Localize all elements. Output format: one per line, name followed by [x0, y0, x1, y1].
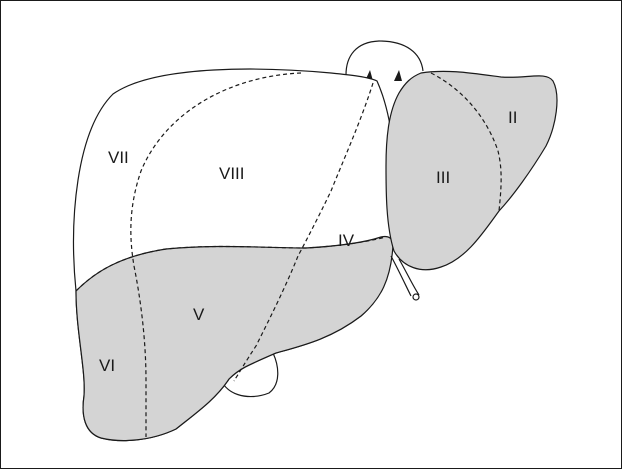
label-segment-iv: IV	[338, 231, 355, 250]
round-ligament-end	[413, 294, 419, 300]
label-segment-viii: VIII	[219, 164, 245, 183]
inferior-vena-cava-shape	[346, 41, 423, 75]
label-segment-v: V	[193, 305, 205, 324]
label-segment-ii: II	[508, 108, 517, 127]
shaded-segments-v-vi	[76, 236, 393, 440]
label-segment-vi: VI	[99, 356, 115, 375]
label-segment-vii: VII	[108, 148, 129, 167]
label-segment-iii: III	[436, 168, 450, 187]
hepatic-vein-mark-right	[394, 70, 402, 81]
left-lobe-shaded	[386, 71, 557, 269]
